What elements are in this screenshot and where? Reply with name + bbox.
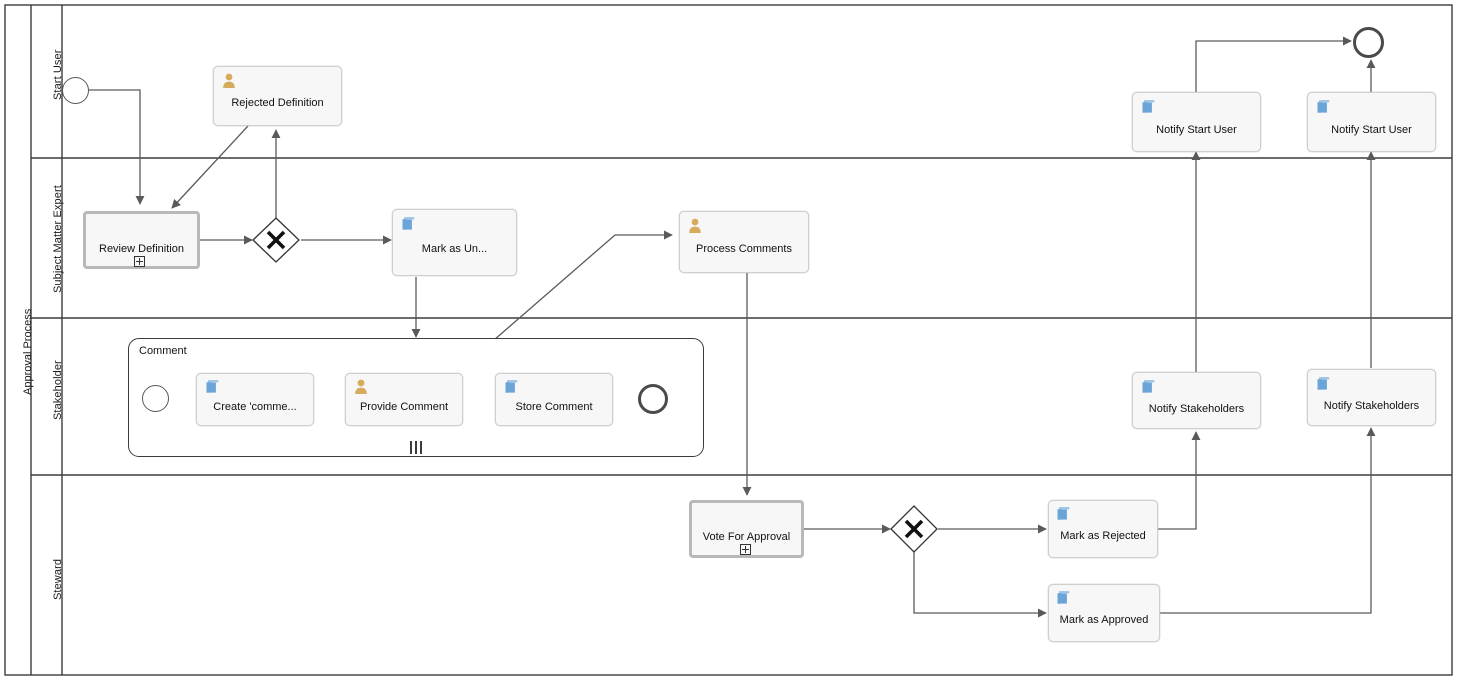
script-task-icon: [1057, 591, 1070, 604]
flow-gateway-to-mark-approved: [913, 552, 1047, 618]
task-mark-as-under-review[interactable]: Mark as Un...: [392, 209, 517, 276]
flow-start-to-review: [89, 89, 145, 205]
script-task-icon: [1142, 380, 1155, 393]
task-label: Store Comment: [515, 401, 593, 413]
task-label: Notify Start User: [1331, 124, 1412, 136]
task-label: Mark as Approved: [1059, 614, 1149, 626]
lane-label-stakeholder: Stakeholder: [52, 360, 64, 420]
task-label: Mark as Rejected: [1060, 530, 1146, 542]
pool-frame: [4, 4, 1453, 676]
flow-rejected-to-review: [171, 125, 249, 209]
task-label: Provide Comment: [359, 401, 449, 413]
task-label: Notify Start User: [1156, 124, 1237, 136]
flow-mark-rejected-to-notify-stakeholders: [1158, 431, 1201, 530]
comment-start-event[interactable]: [142, 385, 169, 412]
script-task-icon: [1317, 377, 1330, 390]
flow-comment-to-process-comments: [493, 230, 673, 341]
flow-notify-start-user-rejected-to-end: [1195, 36, 1352, 92]
user-task-icon: [355, 379, 367, 394]
expand-plus-marker-icon: [134, 256, 145, 267]
comment-end-event[interactable]: [638, 384, 668, 414]
lane-label-subject-matter-expert: Subject Matter Expert: [52, 185, 64, 293]
task-process-comments[interactable]: Process Comments: [679, 211, 809, 273]
task-label: Review Definition: [99, 243, 184, 255]
gateway-vote-shape: [890, 505, 938, 553]
task-create-comment[interactable]: Create 'comme...: [196, 373, 314, 426]
user-task-icon: [689, 218, 701, 233]
script-task-icon: [1317, 100, 1330, 113]
gateway-shapes: [252, 217, 938, 553]
task-notify-stakeholders-rejected[interactable]: Notify Stakeholders: [1132, 372, 1261, 429]
flow-mark-approved-to-notify-stakeholders: [1160, 427, 1376, 614]
task-notify-start-user-approved[interactable]: Notify Start User: [1307, 92, 1436, 152]
subprocess-review-definition[interactable]: Review Definition: [83, 211, 200, 269]
task-mark-as-rejected[interactable]: Mark as Rejected: [1048, 500, 1158, 558]
task-label: Notify Stakeholders: [1148, 403, 1245, 415]
task-label: Rejected Definition: [231, 97, 324, 109]
script-task-icon: [1057, 507, 1070, 520]
subprocess-vote-for-approval[interactable]: Vote For Approval: [689, 500, 804, 558]
task-label: Process Comments: [696, 243, 792, 255]
task-label: Mark as Un...: [421, 243, 488, 255]
task-provide-comment[interactable]: Provide Comment: [345, 373, 463, 426]
script-task-icon: [505, 380, 518, 393]
task-rejected-definition[interactable]: Rejected Definition: [213, 66, 342, 126]
subprocess-title: Comment: [139, 345, 187, 357]
task-label: Vote For Approval: [702, 531, 791, 543]
script-task-icon: [206, 380, 219, 393]
expand-plus-marker-icon: [740, 544, 751, 555]
task-notify-start-user-rejected[interactable]: Notify Start User: [1132, 92, 1261, 152]
task-mark-as-approved[interactable]: Mark as Approved: [1048, 584, 1160, 642]
lane-label-steward: Steward: [52, 558, 64, 600]
task-label: Create 'comme...: [213, 401, 297, 413]
pool-label: Approval Process: [22, 308, 34, 395]
start-event[interactable]: [62, 77, 89, 104]
sequence-flows: [89, 36, 1376, 618]
end-event[interactable]: [1353, 27, 1384, 58]
task-store-comment[interactable]: Store Comment: [495, 373, 613, 426]
user-task-icon: [223, 73, 235, 88]
task-label: Notify Stakeholders: [1323, 400, 1420, 412]
script-task-icon: [1142, 100, 1155, 113]
gateway-review-shape: [252, 217, 300, 263]
task-notify-stakeholders-approved[interactable]: Notify Stakeholders: [1307, 369, 1436, 426]
script-task-icon: [402, 217, 415, 230]
multi-instance-parallel-marker-icon: [410, 441, 424, 454]
